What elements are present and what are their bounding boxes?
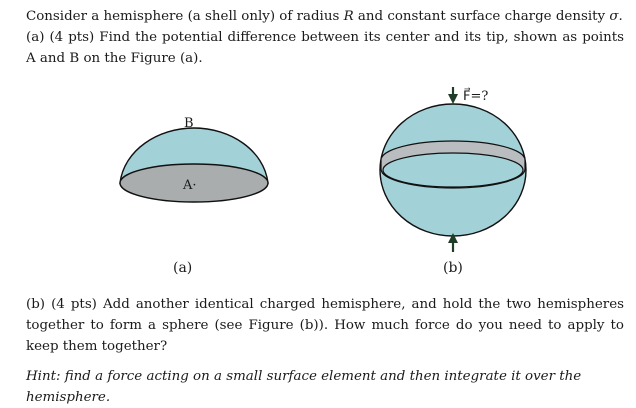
force-label: F⃗=?	[463, 88, 488, 104]
hemisphere-base	[119, 163, 269, 203]
equator-disk	[382, 152, 524, 188]
point-b-label: B	[184, 116, 194, 131]
force-arrow-bottom	[448, 233, 458, 252]
figure-a-caption: (a)	[173, 260, 192, 276]
intro-text-2: and constant surface charge density	[353, 9, 610, 24]
figure-a-hemisphere	[119, 127, 269, 203]
part-a-text: (a) (4 pts) Find the potential differenc…	[26, 30, 624, 66]
force-arrow-top	[448, 87, 458, 104]
problem-intro: Consider a hemisphere (a shell only) of …	[26, 6, 624, 69]
part-b-text: (b) (4 pts) Add another identical charge…	[26, 297, 624, 354]
point-a-label: A·	[182, 178, 197, 193]
figure-b-sphere	[379, 103, 527, 237]
hint-text: Hint: find a force acting on a small sur…	[26, 369, 582, 405]
figure-b-caption: (b)	[443, 260, 463, 276]
radius-symbol: R	[343, 9, 354, 24]
density-symbol: σ	[609, 9, 619, 24]
intro-text-1: Consider a hemisphere (a shell only) of …	[26, 9, 344, 24]
intro-text-3: .	[618, 9, 623, 24]
